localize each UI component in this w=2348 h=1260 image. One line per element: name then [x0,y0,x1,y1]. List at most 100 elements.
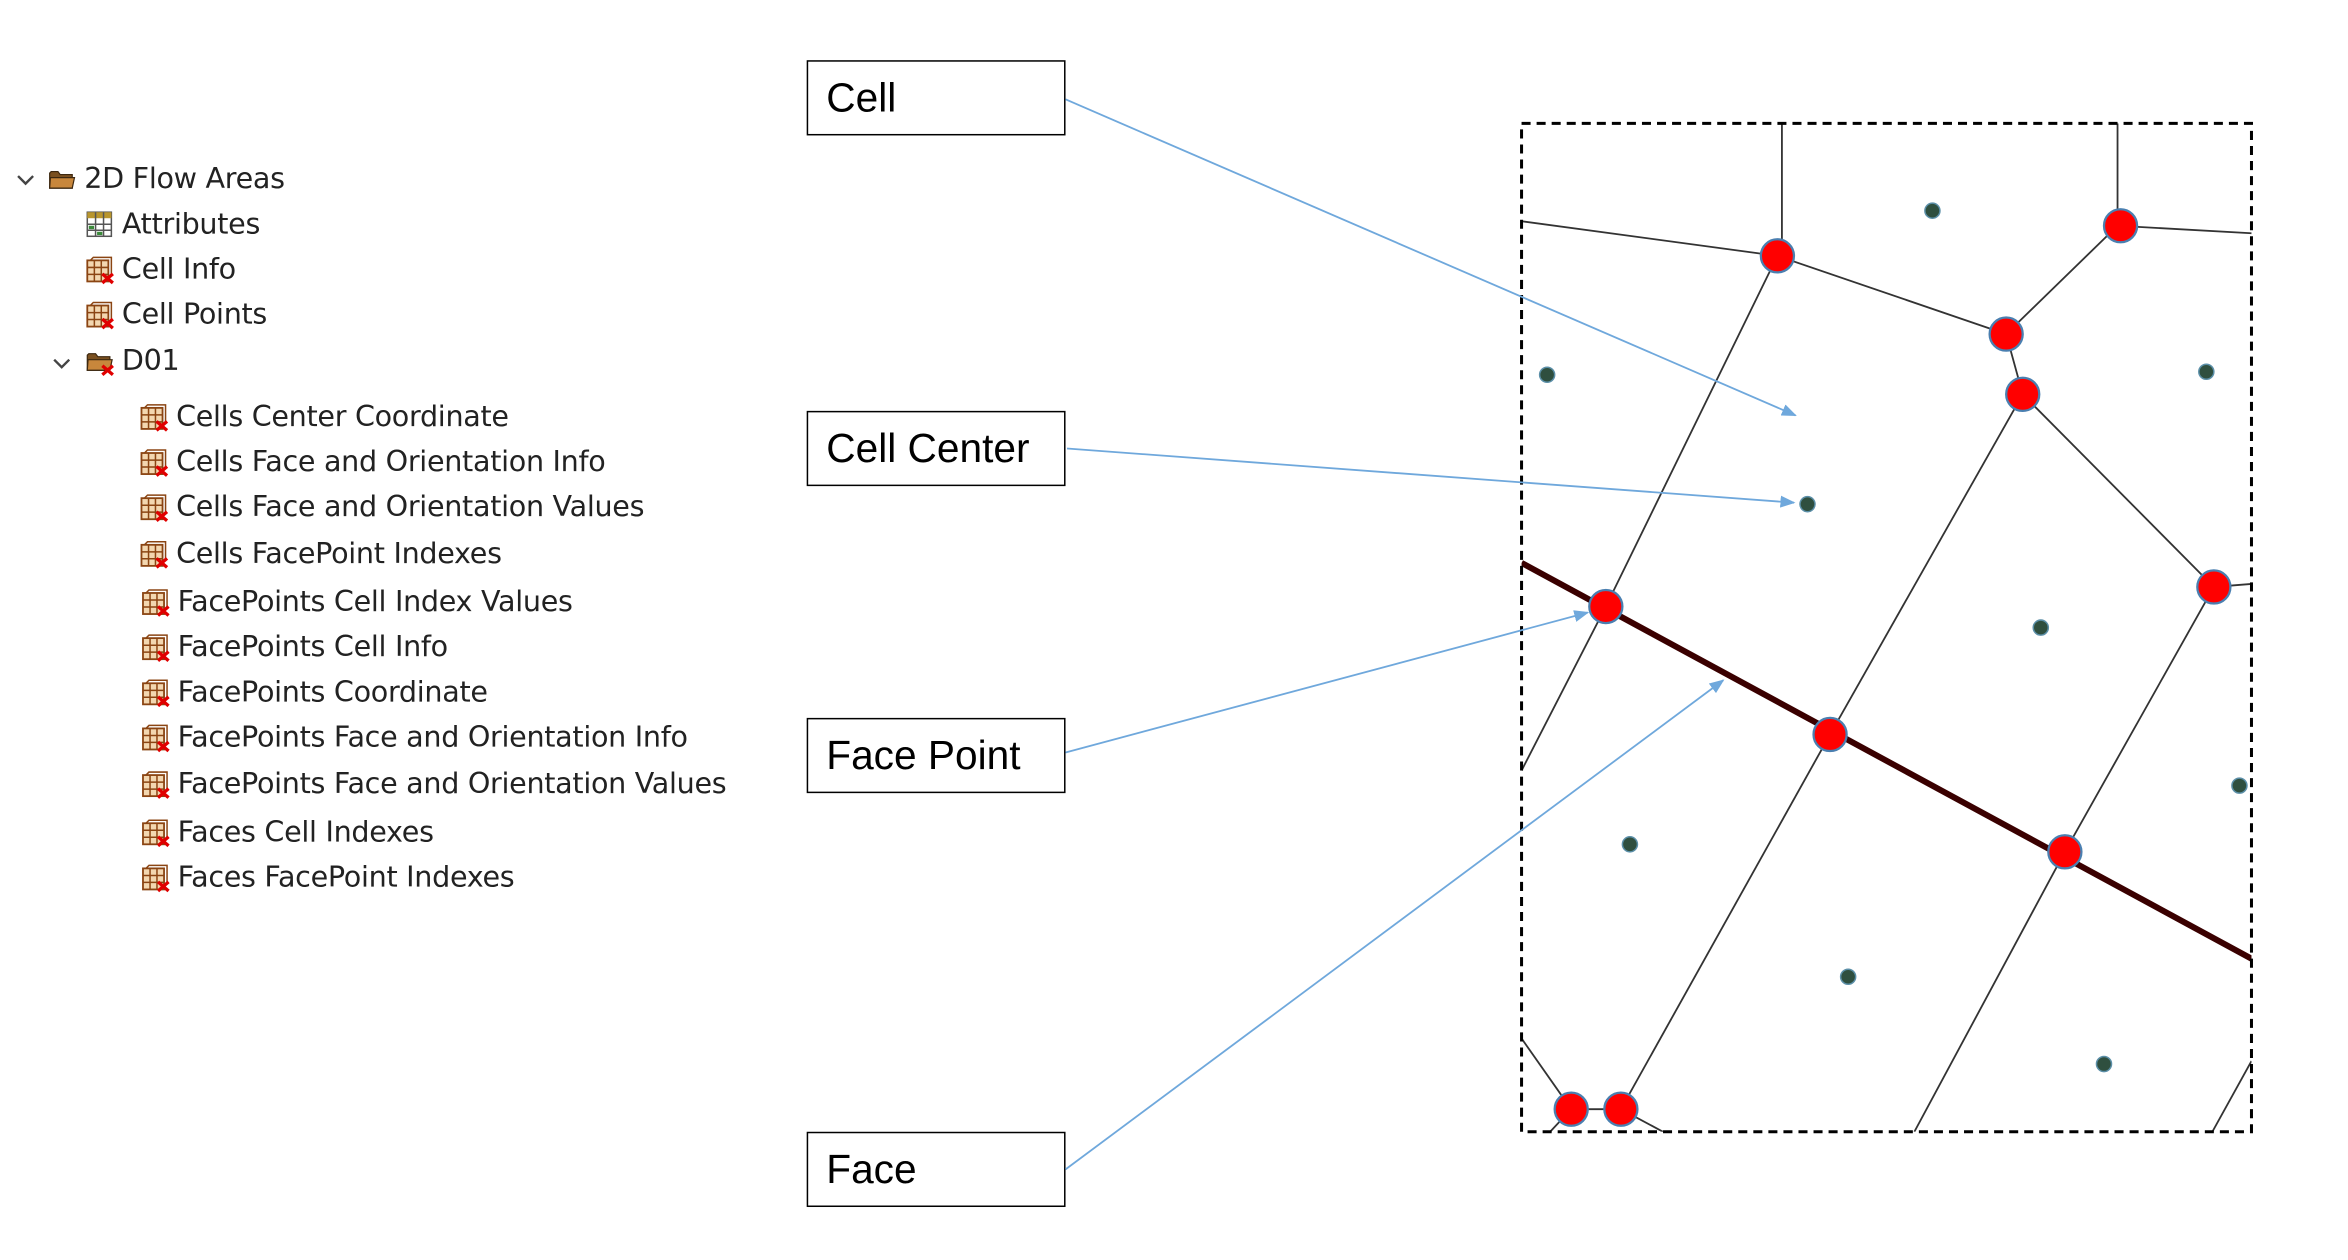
dataset-icon [86,256,114,285]
face-point-marker [1759,238,1796,274]
tree-item-label: FacePoints Cell Index Values [177,585,573,619]
dataset-icon [142,679,170,708]
tree-item-label: Faces FacePoint Indexes [177,860,515,894]
tree-item-dataset[interactable]: Cells Face and Orientation Values [138,488,644,527]
face-points [1553,208,2232,1127]
mesh-lines [1521,123,2252,1132]
tree-group-label: D01 [121,344,180,378]
dataset-icon [142,634,170,662]
leader-arrows [1065,98,1797,1171]
cell-center-point [2032,619,2050,636]
cell-center-point [1924,202,1941,219]
tree-item-label: Faces Cell Indexes [177,815,434,849]
cell-center-point [1839,968,1857,986]
callout-face-label: Face [826,1146,917,1192]
face-point-marker [2102,208,2139,244]
cell-centers [1538,202,2248,1073]
dataset-icon [140,541,169,569]
mesh-boundary [1520,121,2253,1134]
cell-center-point [2231,777,2248,794]
callout-cell: Cell [806,60,1066,136]
face-point-marker [2047,834,2083,870]
dataset-icon [140,404,169,432]
cell-center-point [1538,366,1556,384]
tree-item-dataset[interactable]: Faces FacePoint Indexes [140,858,515,897]
face-point-marker [1553,1091,1589,1127]
mesh-face [1620,733,1831,1110]
mesh-face [1829,393,2024,735]
mesh-face [1777,254,2007,335]
tree-item-label: FacePoints Cell Info [177,630,449,664]
cell-center-point [2198,363,2215,381]
arrow-cell-center [1066,447,1796,508]
tree-item-dataset[interactable]: FacePoints Face and Orientation Info [140,718,688,757]
chevron-down-icon[interactable] [14,167,38,191]
callout-face: Face [806,1131,1066,1208]
mesh-face [1521,606,1607,771]
dataset-icon [140,494,169,522]
tree-item-label: Cells Face and Orientation Info [176,445,606,479]
tree-item-label: FacePoints Face and Orientation Values [177,767,727,801]
mesh-face [1605,255,1779,607]
tree-item-attributes[interactable]: Attributes [84,205,260,244]
arrow-cell [1065,98,1797,417]
tree-item-label: FacePoints Coordinate [177,675,488,709]
mesh-face [2005,225,2119,335]
dataset-icon [142,589,170,617]
face-point-marker [1988,316,2024,352]
callout-face-point: Face Point [806,717,1066,794]
face-point-marker [1603,1091,1639,1127]
tree-item-dataset[interactable]: Cells FacePoint Indexes [138,534,502,573]
highlighted-face [1521,560,2252,962]
face-point-marker [2005,376,2041,412]
dataset-icon [140,449,169,477]
tree-item-dataset[interactable]: FacePoints Coordinate [140,673,488,712]
arrow-face [1065,679,1725,1171]
tree-item-label: Cells FacePoint Indexes [176,537,502,571]
mesh-face [2064,586,2215,853]
tree-item-label: Cell Info [121,252,236,286]
dataset-icon [142,819,170,848]
mesh-face [2117,224,2252,235]
mesh-face [1913,851,2066,1132]
callout-cell-center: Cell Center [806,410,1066,487]
cell-center-point [1621,836,1639,853]
mesh-face [2211,1060,2252,1132]
tree-item-dataset[interactable]: FacePoints Face and Orientation Values [140,765,727,804]
folder-icon [49,170,76,189]
tree-item-label: FacePoints Face and Orientation Info [177,720,688,755]
tree-root-2d-flow-areas[interactable]: 2D Flow Areas [47,160,285,199]
chevron-down-icon[interactable] [50,351,74,375]
dataset-icon [142,771,170,799]
cell-center-point [2095,1055,2113,1073]
face-point-marker [2196,569,2232,605]
face-point-marker [1588,588,1624,625]
table-icon [86,211,113,238]
tree-item-label: Attributes [121,207,261,241]
callout-cell-label: Cell [826,74,897,120]
callout-cell-center-label: Cell Center [826,425,1030,471]
tree-item-label: Cells Center Coordinate [176,400,509,434]
tree-item-cell-points[interactable]: Cell Points [84,295,267,334]
face-point-marker [1812,716,1848,753]
tree-group-d01[interactable]: D01 [84,342,180,381]
cell-center-point [1799,495,1816,513]
mesh-face [2022,393,2215,588]
tree-item-dataset[interactable]: FacePoints Cell Index Values [140,582,573,621]
tree-root-label: 2D Flow Areas [84,162,285,196]
tree-item-cell-info[interactable]: Cell Info [84,250,236,289]
dataset-icon [142,724,170,753]
dataset-icon [86,301,114,330]
arrow-face-point [1065,610,1590,754]
dataset-icon [142,864,170,893]
callout-face-point-label: Face Point [826,732,1021,778]
tree-item-label: Cells Face and Orientation Values [176,490,645,524]
folder-icon [86,353,114,377]
mesh-face [1521,220,1778,257]
tree-item-label: Cell Points [121,297,268,332]
tree-item-dataset[interactable]: FacePoints Cell Info [140,628,448,667]
tree-item-dataset[interactable]: Faces Cell Indexes [140,813,434,852]
tree-item-dataset[interactable]: Cells Face and Orientation Info [138,442,606,481]
tree-item-dataset[interactable]: Cells Center Coordinate [138,397,509,436]
